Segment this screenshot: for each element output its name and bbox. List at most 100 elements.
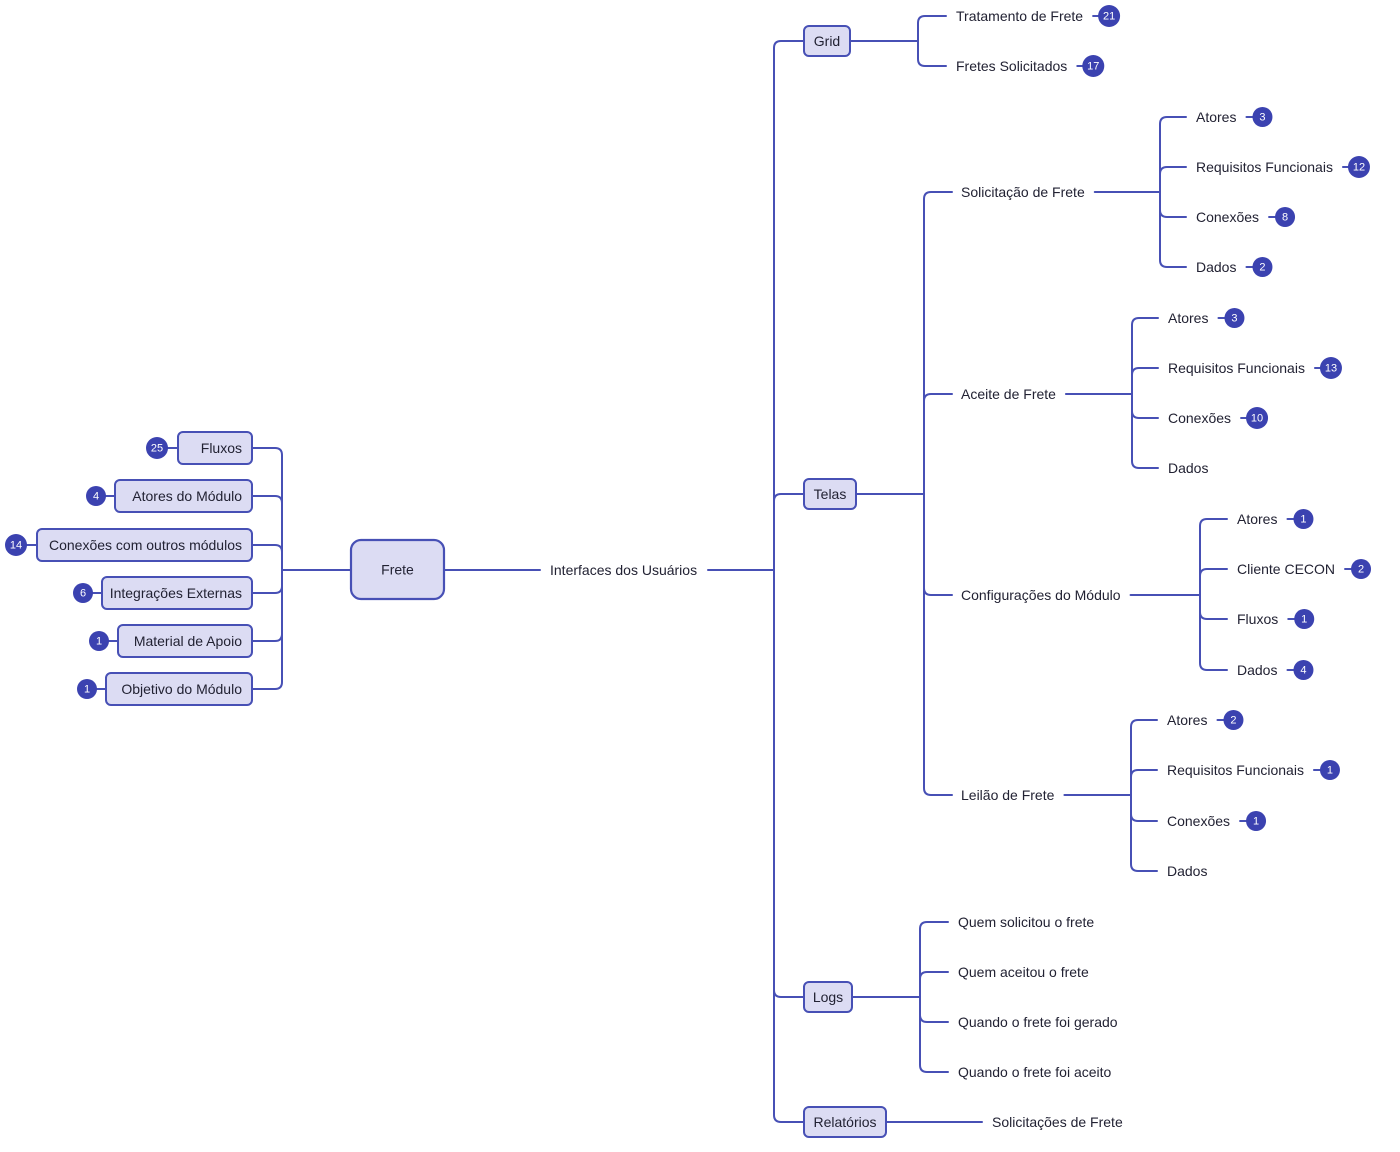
interfaces-node[interactable]: Interfaces dos Usuários xyxy=(550,562,697,578)
count-badge-text: 1 xyxy=(1300,514,1306,526)
connector-line xyxy=(252,495,283,571)
left-node-fluxos[interactable]: Fluxos xyxy=(177,431,253,465)
interfaces-node-label: Interfaces dos Usuários xyxy=(550,562,697,578)
group-logs-label: Logs xyxy=(813,989,843,1005)
count-badge-text: 1 xyxy=(84,684,90,696)
screen-configuracoes-do-modulo[interactable]: Configurações do Módulo xyxy=(961,587,1121,603)
screen-leilao-de-frete-item-conexoes[interactable]: Conexões xyxy=(1167,813,1230,829)
screen-solicitacao-de-frete-item-conexoes[interactable]: Conexões xyxy=(1196,209,1259,225)
screen-leilao-de-frete-item-dados-label: Dados xyxy=(1167,863,1207,879)
left-node-atores-do-modulo[interactable]: Atores do Módulo xyxy=(114,479,253,513)
group-grid[interactable]: Grid xyxy=(803,25,851,57)
count-badge: 12 xyxy=(1347,156,1370,178)
count-badge-text: 1 xyxy=(1301,614,1307,626)
log-item-quando-o-frete-foi-gerado[interactable]: Quando o frete foi gerado xyxy=(958,1014,1118,1030)
count-badge-text: 12 xyxy=(1353,162,1365,174)
left-node-integracoes-externas-label: Integrações Externas xyxy=(110,585,242,601)
report-item-solicitacoes-de-frete[interactable]: Solicitações de Frete xyxy=(992,1114,1123,1130)
connector-line xyxy=(1130,794,1158,872)
connector-line xyxy=(773,493,805,571)
left-node-conexoes-com-outros-modulos-label: Conexões com outros módulos xyxy=(49,537,242,553)
count-badge-text: 21 xyxy=(1103,11,1115,23)
count-badge: 6 xyxy=(73,583,93,603)
count-badge-text: 2 xyxy=(1230,715,1236,727)
connector-line xyxy=(1159,116,1187,193)
connector-line xyxy=(1199,594,1228,671)
count-badge: 1 xyxy=(1294,609,1315,629)
screen-leilao-de-frete-label: Leilão de Frete xyxy=(961,787,1055,803)
connector-line xyxy=(917,40,947,67)
screen-leilao-de-frete-item-atores-label: Atores xyxy=(1167,712,1207,728)
count-badge: 1 xyxy=(89,631,109,651)
count-badge: 25 xyxy=(146,437,168,459)
left-node-objetivo-do-modulo[interactable]: Objetivo do Módulo xyxy=(105,672,253,706)
count-badge: 1 xyxy=(77,679,97,699)
count-badge: 1 xyxy=(1293,509,1314,529)
screen-leilao-de-frete-item-requisitos-funcionais-label: Requisitos Funcionais xyxy=(1167,762,1304,778)
connector-line xyxy=(252,569,283,594)
screen-configuracoes-do-modulo-item-cliente-cecon-label: Cliente CECON xyxy=(1237,561,1335,577)
log-item-quem-aceitou-o-frete[interactable]: Quem aceitou o frete xyxy=(958,964,1089,980)
screen-aceite-de-frete-item-dados[interactable]: Dados xyxy=(1168,460,1208,476)
left-node-material-de-apoio[interactable]: Material de Apoio xyxy=(117,624,253,658)
screen-configuracoes-do-modulo-item-cliente-cecon[interactable]: Cliente CECON xyxy=(1237,561,1335,577)
screen-leilao-de-frete[interactable]: Leilão de Frete xyxy=(961,787,1055,803)
connector-line xyxy=(1130,794,1158,822)
screen-leilao-de-frete-item-dados[interactable]: Dados xyxy=(1167,863,1207,879)
screen-aceite-de-frete-item-conexoes[interactable]: Conexões xyxy=(1168,410,1231,426)
screen-solicitacao-de-frete-item-requisitos-funcionais[interactable]: Requisitos Funcionais xyxy=(1196,159,1333,175)
count-badge-text: 6 xyxy=(80,588,86,600)
connector-line xyxy=(1159,191,1187,218)
grid-item-tratamento-de-frete[interactable]: Tratamento de Frete xyxy=(956,8,1083,24)
left-node-conexoes-com-outros-modulos[interactable]: Conexões com outros módulos xyxy=(36,528,253,562)
screen-solicitacao-de-frete[interactable]: Solicitação de Frete xyxy=(961,184,1085,200)
connector-line xyxy=(1130,719,1158,796)
screen-solicitacao-de-frete-item-atores[interactable]: Atores xyxy=(1196,109,1236,125)
screen-solicitacao-de-frete-label: Solicitação de Frete xyxy=(961,184,1085,200)
screen-solicitacao-de-frete-item-dados-label: Dados xyxy=(1196,259,1236,275)
connector-line xyxy=(773,569,805,1123)
group-grid-label: Grid xyxy=(814,33,840,49)
count-badge-text: 1 xyxy=(1253,816,1259,828)
report-item-solicitacoes-de-frete-label: Solicitações de Frete xyxy=(992,1114,1123,1130)
screen-solicitacao-de-frete-item-atores-label: Atores xyxy=(1196,109,1236,125)
log-item-quando-o-frete-foi-aceito-label: Quando o frete foi aceito xyxy=(958,1064,1112,1080)
screen-configuracoes-do-modulo-item-fluxos-label: Fluxos xyxy=(1237,611,1278,627)
screen-aceite-de-frete-label: Aceite de Frete xyxy=(961,386,1056,402)
screen-configuracoes-do-modulo-item-dados[interactable]: Dados xyxy=(1237,662,1277,678)
left-node-integracoes-externas[interactable]: Integrações Externas xyxy=(101,576,253,610)
left-node-objetivo-do-modulo-label: Objetivo do Módulo xyxy=(121,681,242,697)
left-node-material-de-apoio-label: Material de Apoio xyxy=(134,633,242,649)
screen-aceite-de-frete-item-requisitos-funcionais[interactable]: Requisitos Funcionais xyxy=(1168,360,1305,376)
grid-item-fretes-solicitados[interactable]: Fretes Solicitados xyxy=(956,58,1067,74)
count-badge: 14 xyxy=(5,534,27,556)
group-relatorios[interactable]: Relatórios xyxy=(803,1106,887,1138)
connector-line xyxy=(919,921,949,998)
log-item-quem-solicitou-o-frete[interactable]: Quem solicitou o frete xyxy=(958,914,1094,930)
screen-configuracoes-do-modulo-item-fluxos[interactable]: Fluxos xyxy=(1237,611,1278,627)
root-node-frete[interactable]: Frete xyxy=(349,538,446,601)
count-badge-text: 1 xyxy=(1327,765,1333,777)
screen-aceite-de-frete[interactable]: Aceite de Frete xyxy=(961,386,1056,402)
screen-aceite-de-frete-item-atores[interactable]: Atores xyxy=(1168,310,1208,326)
count-badge: 13 xyxy=(1319,357,1342,379)
count-badge: 17 xyxy=(1082,55,1105,77)
count-badge: 2 xyxy=(1351,559,1372,579)
log-item-quem-solicitou-o-frete-label: Quem solicitou o frete xyxy=(958,914,1094,930)
screen-solicitacao-de-frete-item-dados[interactable]: Dados xyxy=(1196,259,1236,275)
count-badge-text: 1 xyxy=(96,636,102,648)
screen-leilao-de-frete-item-atores[interactable]: Atores xyxy=(1167,712,1207,728)
connector-line xyxy=(923,191,953,495)
screen-solicitacao-de-frete-item-conexoes-label: Conexões xyxy=(1196,209,1259,225)
log-item-quem-aceitou-o-frete-label: Quem aceitou o frete xyxy=(958,964,1089,980)
screen-leilao-de-frete-item-requisitos-funcionais[interactable]: Requisitos Funcionais xyxy=(1167,762,1304,778)
screen-configuracoes-do-modulo-item-atores[interactable]: Atores xyxy=(1237,511,1277,527)
connector-line xyxy=(1131,393,1159,419)
log-item-quando-o-frete-foi-aceito[interactable]: Quando o frete foi aceito xyxy=(958,1064,1112,1080)
screen-configuracoes-do-modulo-item-dados-label: Dados xyxy=(1237,662,1277,678)
group-logs[interactable]: Logs xyxy=(803,981,853,1013)
connector-line xyxy=(773,40,805,571)
connector-line xyxy=(919,971,949,998)
count-badge-text: 3 xyxy=(1231,313,1237,325)
group-telas[interactable]: Telas xyxy=(803,478,857,510)
